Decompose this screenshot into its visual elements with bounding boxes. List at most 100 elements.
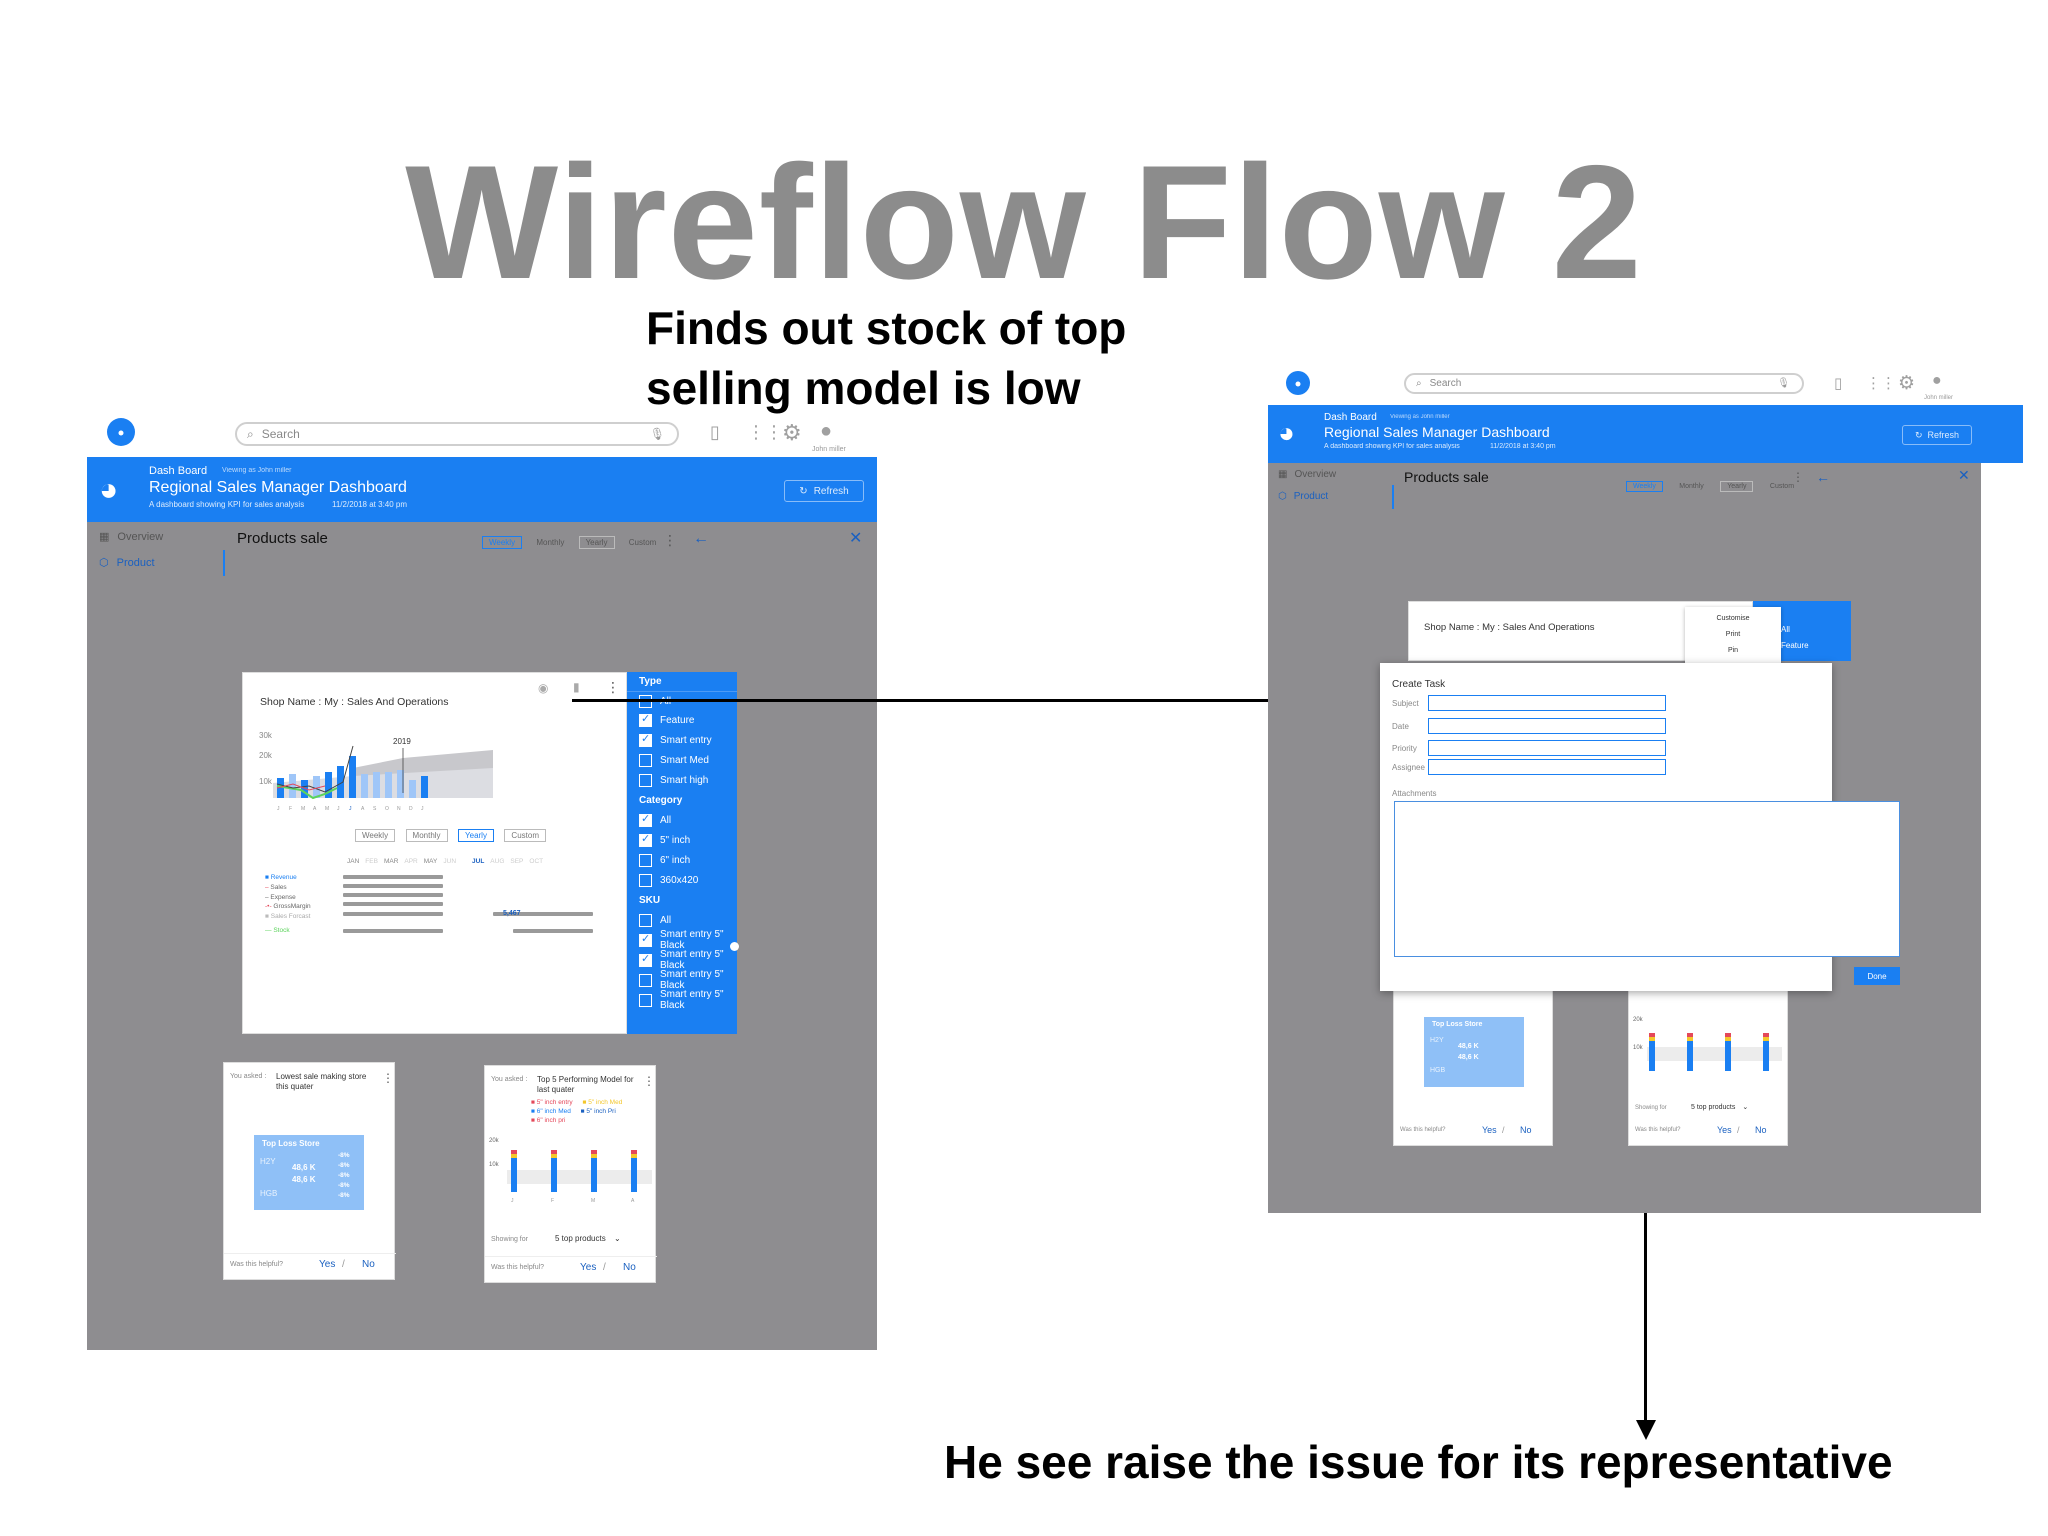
trash-icon[interactable]: ▮ <box>573 680 580 694</box>
filter-category-all[interactable]: All <box>627 810 737 830</box>
yes-button[interactable]: Yes <box>1717 1125 1732 1135</box>
tab-monthly[interactable]: Monthly <box>536 538 565 547</box>
subject-field[interactable] <box>1428 695 1666 711</box>
checkbox[interactable] <box>639 773 652 787</box>
notification-icon[interactable]: ▯ <box>1834 375 1843 392</box>
chart-tab-weekly[interactable]: Weekly <box>355 829 396 842</box>
search-input[interactable]: ⌕ Search 🎙 <box>235 422 679 446</box>
chart-bar <box>289 774 296 798</box>
top-products-dropdown[interactable]: 5 top products ⌄ <box>555 1234 621 1243</box>
menu-item-pin[interactable]: Pin <box>1727 647 1739 654</box>
filter-sku-all[interactable]: All <box>627 910 737 930</box>
back-arrow-icon[interactable]: ← <box>693 530 709 547</box>
checkbox[interactable] <box>639 873 652 887</box>
back-arrow-icon[interactable]: ← <box>1816 469 1830 485</box>
tab-custom[interactable]: Custom <box>1769 483 1795 490</box>
checkbox[interactable] <box>639 993 652 1007</box>
filter-sku-item[interactable]: Smart entry 5" Black <box>627 989 737 1011</box>
sidebar-item-product[interactable]: ⬡Product <box>99 556 155 569</box>
sidebar-item-overview[interactable]: ▦Overview <box>1278 469 1336 480</box>
notification-icon[interactable]: ▯ <box>710 422 720 442</box>
filter-sku-item[interactable]: Smart entry 5" Black <box>627 929 737 951</box>
close-icon[interactable]: ✕ <box>1958 467 1970 483</box>
card-menu-icon[interactable]: ⋮ <box>606 679 620 695</box>
month-header: MAY <box>423 858 438 865</box>
menu-item-customise[interactable]: Customise <box>1716 615 1750 622</box>
filter-type-smart-med[interactable]: Smart Med <box>627 750 737 770</box>
store-name: HGB <box>1430 1067 1446 1074</box>
header-section: Dash Board <box>149 465 208 477</box>
filter-type-smart-high[interactable]: Smart high <box>627 770 737 790</box>
mic-icon[interactable]: 🎙 <box>649 427 665 441</box>
avatar[interactable]: ● <box>1932 372 1942 389</box>
filter-type-smart-entry[interactable]: Smart entry <box>627 730 737 750</box>
mic-icon[interactable]: 🎙 <box>1777 378 1790 389</box>
assignee-label: Assignee <box>1392 763 1425 772</box>
refresh-button[interactable]: ↻ Refresh <box>784 480 864 502</box>
overview-icon: ▦ <box>1278 469 1288 480</box>
box-title: Top Loss Store <box>262 1139 320 1148</box>
checkbox[interactable] <box>639 732 652 747</box>
tab-weekly[interactable]: Weekly <box>482 536 523 549</box>
yes-button[interactable]: Yes <box>580 1262 597 1273</box>
checkbox[interactable] <box>639 932 652 947</box>
checkbox[interactable] <box>639 913 652 927</box>
scroll-handle[interactable] <box>730 942 739 951</box>
tab-yearly[interactable]: Yearly <box>578 536 615 549</box>
checkbox[interactable] <box>639 952 652 967</box>
attachments-area[interactable] <box>1394 801 1900 957</box>
search-input[interactable]: ⌕ Search 🎙 <box>1404 373 1804 394</box>
app-logo-dot[interactable] <box>107 418 135 446</box>
chart-tab-monthly[interactable]: Monthly <box>405 829 448 842</box>
yes-button[interactable]: Yes <box>319 1259 336 1270</box>
chart-tab-yearly[interactable]: Yearly <box>458 829 494 842</box>
chart-tab-custom[interactable]: Custom <box>504 829 546 842</box>
avatar[interactable]: ● <box>820 420 833 442</box>
tab-yearly[interactable]: Yearly <box>1720 481 1754 492</box>
filter-category-5-inch[interactable]: 5" inch <box>627 830 737 850</box>
card-menu-icon[interactable]: ⋮ <box>382 1071 394 1085</box>
no-button[interactable]: No <box>1755 1125 1767 1135</box>
checkbox[interactable] <box>639 753 652 767</box>
checkbox[interactable] <box>639 812 652 827</box>
tab-custom[interactable]: Custom <box>628 538 657 547</box>
filter-type-feature[interactable]: Feature <box>627 710 737 730</box>
filter-category-360x420[interactable]: 360x420 <box>627 870 737 890</box>
apps-grid-icon[interactable]: ⋮⋮ <box>1866 375 1896 392</box>
checkbox[interactable] <box>639 832 652 847</box>
filter-sku-item[interactable]: Smart entry 5" Black <box>627 949 737 971</box>
date-field[interactable] <box>1428 718 1666 734</box>
filter-sku-item[interactable]: Smart entry 5" Black <box>627 969 737 991</box>
tab-weekly[interactable]: Weekly <box>1626 481 1663 492</box>
checkbox[interactable] <box>639 853 652 867</box>
top-products-dropdown[interactable]: 5 top products ⌄ <box>1691 1103 1748 1111</box>
card-menu-icon[interactable]: ⋮ <box>643 1074 655 1088</box>
priority-field[interactable] <box>1428 740 1666 756</box>
yes-button[interactable]: Yes <box>1482 1125 1497 1135</box>
close-icon[interactable]: ✕ <box>849 530 863 547</box>
eye-icon[interactable]: ◉ <box>538 681 549 695</box>
gear-icon[interactable]: ⚙ <box>782 420 802 445</box>
legend-label: Revenue <box>270 874 297 881</box>
search-placeholder: Search <box>261 427 300 441</box>
app-logo-dot[interactable] <box>1286 371 1310 395</box>
refresh-button[interactable]: ↻ Refresh <box>1902 425 1972 445</box>
apps-grid-icon[interactable]: ⋮⋮ <box>747 422 783 442</box>
no-button[interactable]: No <box>1520 1125 1532 1135</box>
more-options-icon[interactable]: ⋮ <box>1792 470 1804 484</box>
checkbox[interactable] <box>639 973 652 987</box>
sidebar-item-overview[interactable]: ▦Overview <box>99 530 163 543</box>
checkbox[interactable] <box>639 712 652 727</box>
filter-category-6-inch[interactable]: 6" inch <box>627 850 737 870</box>
gear-icon[interactable]: ⚙ <box>1898 373 1916 394</box>
menu-item-print[interactable]: Print <box>1725 631 1741 638</box>
filter-label: 5" inch <box>660 834 691 846</box>
legend-item: ■ 5" inch Med <box>582 1099 623 1106</box>
more-options-icon[interactable]: ⋮ <box>663 532 677 548</box>
done-button[interactable]: Done <box>1854 967 1900 985</box>
sidebar-item-product[interactable]: ⬡Product <box>1278 491 1328 502</box>
tab-monthly[interactable]: Monthly <box>1679 483 1704 490</box>
no-button[interactable]: No <box>623 1262 636 1273</box>
assignee-field[interactable] <box>1428 759 1666 775</box>
no-button[interactable]: No <box>362 1259 375 1270</box>
